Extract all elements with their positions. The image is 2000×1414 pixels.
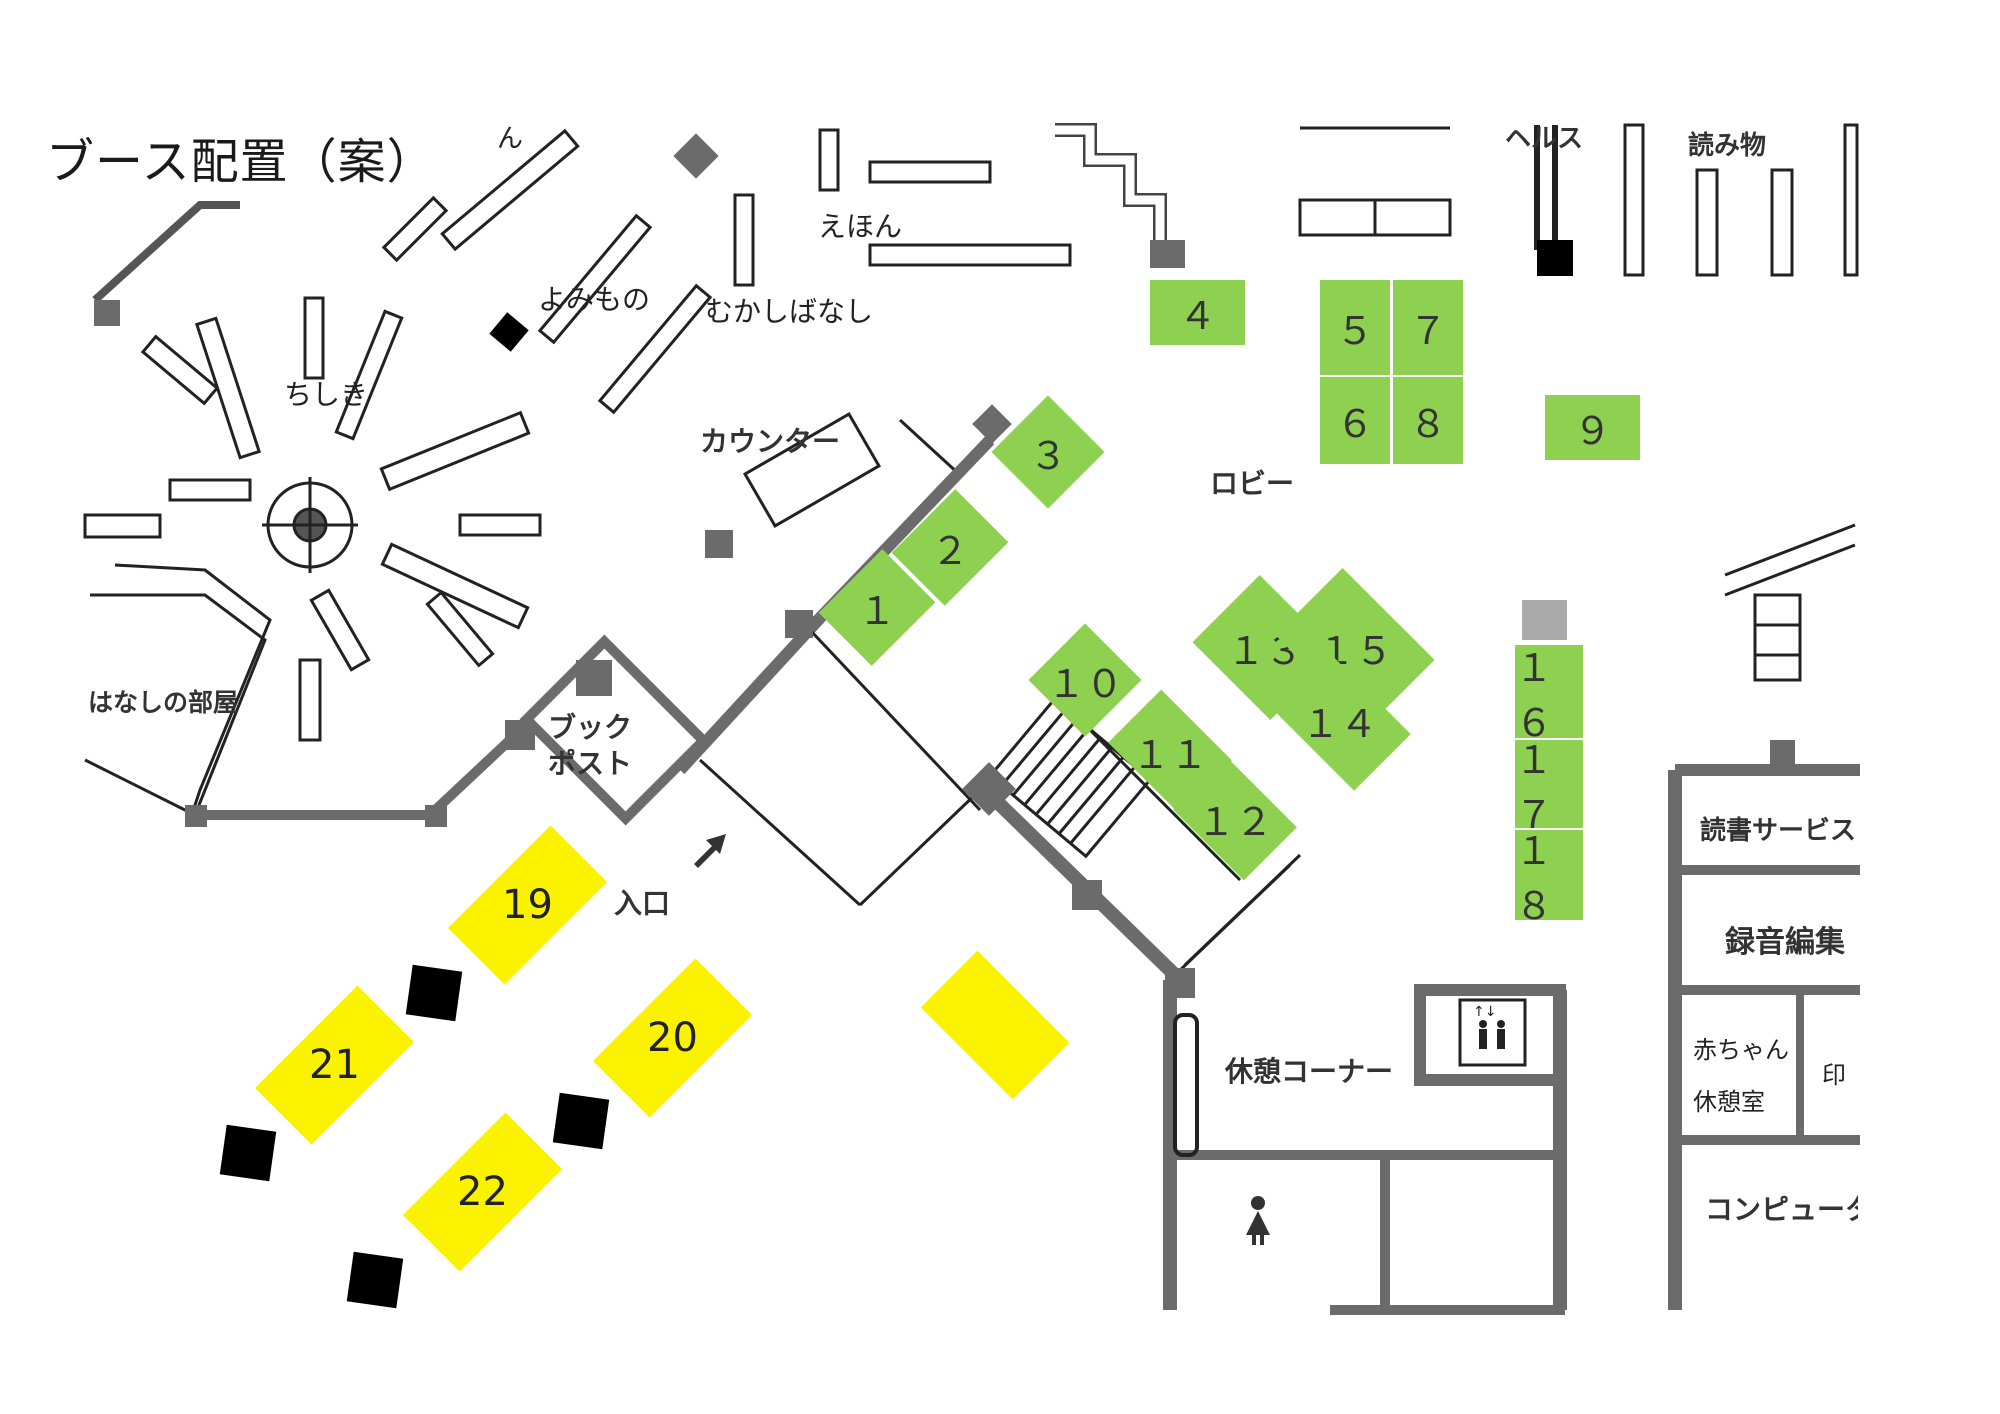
label-book-post-2: ポスト xyxy=(548,747,633,780)
label-print-cut: 印 xyxy=(1822,1061,1846,1089)
label-entrance: 入口 xyxy=(614,887,671,920)
booth-5[interactable]: ５ xyxy=(1320,280,1390,375)
booth-18[interactable]: １８ xyxy=(1515,829,1583,928)
label-chishiki: ちしき xyxy=(284,378,369,411)
booth-4[interactable]: ４ xyxy=(1150,280,1245,345)
label-mukashibanashi: むかしばなし xyxy=(705,295,874,328)
booth-8[interactable]: ８ xyxy=(1393,377,1463,464)
black-marker xyxy=(219,1124,277,1182)
booth-7[interactable]: ７ xyxy=(1393,280,1463,375)
label-baby-2: 休憩室 xyxy=(1693,1088,1765,1116)
svg-text:↑↓: ↑↓ xyxy=(1473,1004,1496,1020)
label-ehon: えほん xyxy=(818,210,903,243)
label-baby-1: 赤ちゃん xyxy=(1693,1036,1789,1064)
booth-6[interactable]: ６ xyxy=(1320,377,1390,464)
label-rest-corner: 休憩コーナー xyxy=(1225,1055,1394,1088)
label-counter: カウンター xyxy=(700,425,841,458)
arrow-icon xyxy=(694,834,726,868)
restroom-icon xyxy=(1246,1196,1270,1245)
label-reading-service: 読書サービス xyxy=(1700,816,1857,846)
label-recording: 録音編集 xyxy=(1725,925,1845,960)
elevator-icon: ↑↓ xyxy=(1473,1004,1505,1049)
label-hanashi-room: はなしの部屋 xyxy=(88,688,239,717)
booth-17[interactable]: １７ xyxy=(1515,738,1583,837)
label-yomimono: よみもの xyxy=(538,283,651,316)
map-title: ブース配置（案） xyxy=(46,134,436,190)
label-health-cut: ヘルス xyxy=(1505,124,1584,154)
label-lobby: ロビー xyxy=(1210,467,1295,500)
black-marker xyxy=(552,1092,610,1150)
black-marker xyxy=(405,964,463,1022)
black-marker xyxy=(346,1251,404,1309)
label-computer: コンピュータ xyxy=(1705,1193,1858,1226)
booth-16[interactable]: １６ xyxy=(1515,645,1583,745)
label-book-post-1: ブック xyxy=(548,711,633,744)
booth-9[interactable]: ９ xyxy=(1545,395,1640,460)
label-reading: 読み物 xyxy=(1688,131,1767,161)
label-top-cut: ん xyxy=(497,124,524,154)
